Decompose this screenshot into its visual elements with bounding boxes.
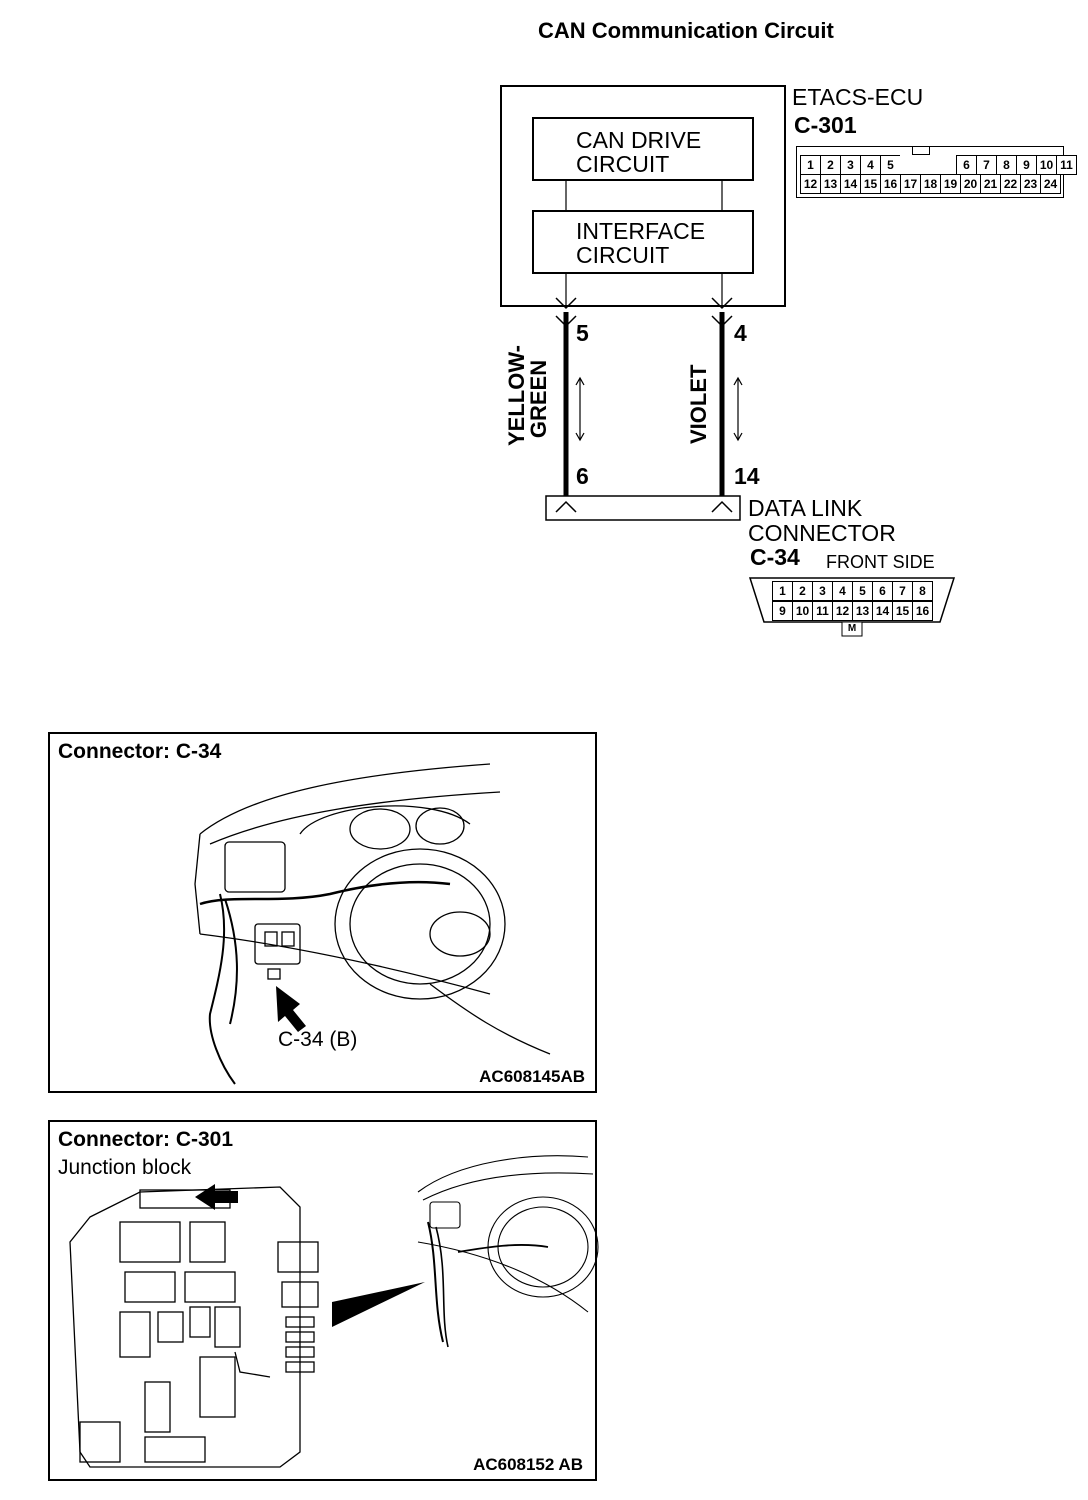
ecu-connector-id: C-301 <box>794 112 857 138</box>
dlc-connector-id: C-34 <box>750 544 800 570</box>
panel2-figure-code: AC608152 AB <box>473 1455 583 1474</box>
connector-pin: 7 <box>892 581 913 601</box>
connector-pin: 6 <box>872 581 893 601</box>
connector-pin: 4 <box>832 581 853 601</box>
dashboard-illustration-c34 <box>194 763 551 1085</box>
connector-c301-panel: Connector: C-301 Junction block <box>48 1120 599 1481</box>
c34-callout-arrow <box>276 986 306 1032</box>
connector-pin: 14 <box>872 601 893 621</box>
wire2-pin-bottom: 14 <box>734 463 760 489</box>
wire1-pin-bottom: 6 <box>576 463 589 489</box>
wire1-color-label: YELLOW- GREEN <box>504 345 551 446</box>
connector-pin: 11 <box>812 601 833 621</box>
connector-pin: 13 <box>852 601 873 621</box>
ecu-terminal-right <box>711 297 733 310</box>
connector-pin: 9 <box>772 601 793 621</box>
connector-pin: 11 <box>1056 155 1077 175</box>
wire1-pin-top: 5 <box>576 320 589 346</box>
ecu-terminal-left <box>555 297 577 310</box>
connector-pin: 12 <box>800 174 821 194</box>
connector-pin: 8 <box>912 581 933 601</box>
connector-pin: 14 <box>840 174 861 194</box>
panel2-subtitle: Junction block <box>58 1156 192 1179</box>
junction-block-illustration <box>69 1155 599 1468</box>
wire2-color-label: VIOLET <box>686 364 711 444</box>
connector-pin: 12 <box>832 601 853 621</box>
connector-pin: 10 <box>792 601 813 621</box>
dlc-tab-label: M <box>847 623 857 634</box>
dlc-tab <box>841 621 863 637</box>
connector-pin <box>900 155 956 175</box>
connector-pin: 16 <box>912 601 933 621</box>
panel2-title: Connector: C-301 <box>58 1128 234 1151</box>
connector-pin: 2 <box>792 581 813 601</box>
ecu-connector-key <box>912 146 930 155</box>
dlc-box <box>545 495 741 521</box>
dlc-front-side-label: FRONT SIDE <box>826 552 935 572</box>
connector-pin: 15 <box>892 601 913 621</box>
connector-c34-panel: Connector: C-34 <box>48 732 597 1093</box>
connector-pin: 13 <box>820 174 841 194</box>
panel1-title: Connector: C-34 <box>58 740 222 763</box>
bidir-arrow-right <box>733 376 743 442</box>
page-title: CAN Communication Circuit <box>538 18 834 43</box>
interface-circuit-box: INTERFACE CIRCUIT <box>532 210 754 274</box>
can-drive-circuit-label: CAN DRIVE CIRCUIT <box>576 127 702 177</box>
panel1-figure-code: AC608145AB <box>479 1067 585 1086</box>
connector-pin: 16 <box>880 174 901 194</box>
dlc-terminal-right <box>711 500 733 513</box>
wire2-pin-top: 4 <box>734 320 747 346</box>
dlc-terminal-left <box>555 500 577 513</box>
connector-pin: 21 <box>980 174 1001 194</box>
connector-pin: 5 <box>852 581 873 601</box>
interface-circuit-label: INTERFACE CIRCUIT <box>576 218 706 268</box>
connector-pin: 1 <box>772 581 793 601</box>
ecu-name: ETACS-ECU <box>792 84 924 110</box>
bidir-arrow-left <box>575 376 585 442</box>
connector-pin: 3 <box>812 581 833 601</box>
connector-pin: 24 <box>1040 174 1061 194</box>
connector-pin: 18 <box>920 174 941 194</box>
can-drive-circuit-box: CAN DRIVE CIRCUIT <box>532 117 754 181</box>
connector-pin: 15 <box>860 174 881 194</box>
dlc-name: DATA LINK CONNECTOR <box>748 495 896 546</box>
panel1-callout-label: C-34 (B) <box>278 1028 358 1051</box>
connector-pin: 22 <box>1000 174 1021 194</box>
connector-pin: 20 <box>960 174 981 194</box>
